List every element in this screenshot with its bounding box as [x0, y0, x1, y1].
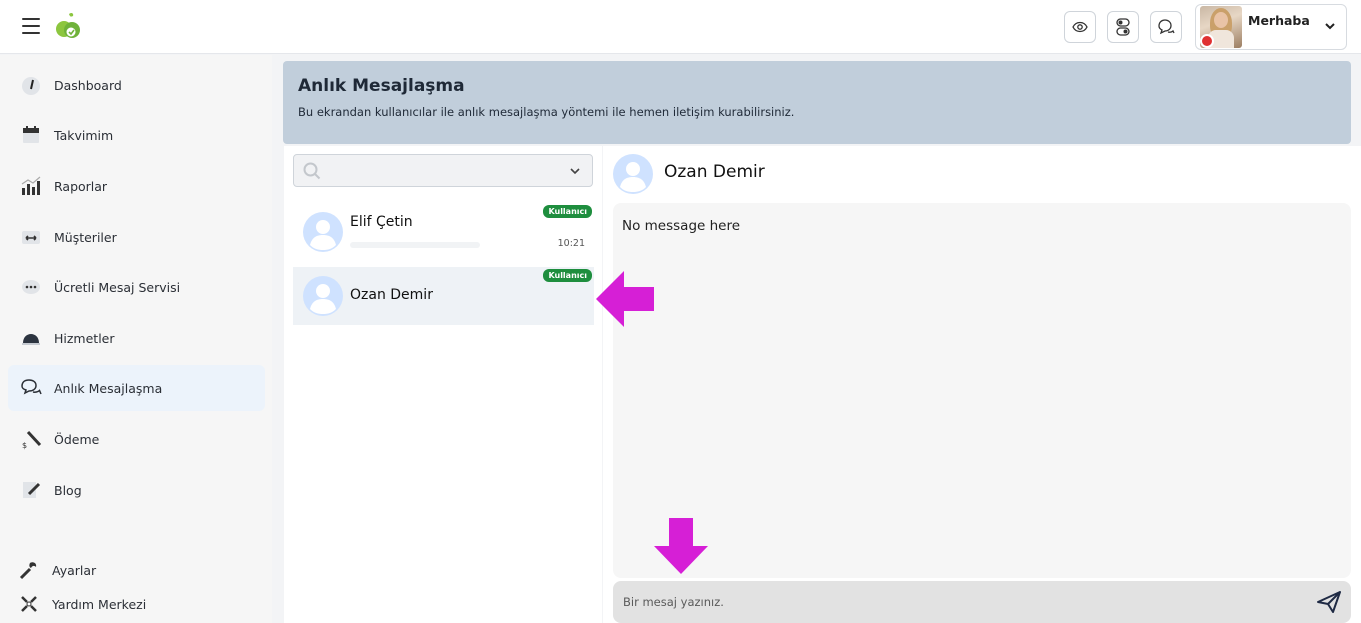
message-input[interactable]: [623, 591, 1303, 613]
chat-panel: Ozan Demir No message here: [603, 146, 1361, 623]
gauge-icon: [22, 77, 40, 95]
sidebar-item-raporlar[interactable]: Raporlar: [8, 163, 265, 209]
chat-avatar-icon: [613, 154, 653, 194]
payment-icon: $: [22, 430, 42, 450]
role-badge: Kullanıcı: [543, 205, 592, 218]
greeting-text: Merhaba: [1248, 13, 1310, 28]
sidebar-item-label: Anlık Mesajlaşma: [54, 380, 163, 396]
sidebar-item-ucretli-mesaj-servisi[interactable]: Ücretli Mesaj Servisi: [8, 264, 265, 310]
message-area: No message here: [613, 203, 1351, 578]
sidebar-item-label: Takvimim: [54, 127, 114, 143]
contact-item-ozan-demir[interactable]: Ozan Demir Kullanıcı: [293, 267, 594, 325]
menu-icon[interactable]: [22, 18, 40, 34]
sidebar-item-label: Yardım Merkezi: [52, 596, 147, 612]
chevron-down-icon[interactable]: [570, 167, 580, 175]
contact-name: Elif Çetin: [350, 214, 413, 230]
annotation-arrow-down-icon: [654, 518, 708, 574]
customers-icon: [22, 231, 40, 244]
sidebar-item-label: Hizmetler: [54, 330, 115, 346]
calendar-icon: [23, 126, 39, 143]
wrench-icon: [19, 562, 37, 580]
contact-list-panel: Elif Çetin Kullanıcı 10:21 Ozan Demir Ku…: [284, 146, 602, 623]
user-avatar-icon: [303, 212, 343, 252]
page-subtitle: Bu ekrandan kullanıcılar ile anlık mesaj…: [298, 105, 795, 119]
messages-button[interactable]: [1150, 11, 1182, 43]
search-icon: [303, 162, 321, 180]
message-composer: [613, 581, 1351, 623]
send-icon[interactable]: [1315, 589, 1343, 615]
page-header: Anlık Mesajlaşma Bu ekrandan kullanıcıla…: [283, 61, 1351, 144]
status-dot: [1200, 34, 1214, 48]
eye-icon: [1072, 21, 1088, 33]
search-input[interactable]: [328, 160, 558, 182]
pen-icon: [23, 482, 41, 498]
profile-menu[interactable]: Merhaba: [1195, 4, 1347, 50]
top-bar: Merhaba: [0, 0, 1361, 54]
user-avatar-icon: [303, 276, 343, 316]
sidebar-item-label: Ayarlar: [52, 562, 97, 578]
message-time: 10:21: [557, 238, 585, 249]
sidebar-item-yardim-merkezi[interactable]: Yardım Merkezi: [8, 581, 265, 623]
sidebar-item-hizmetler[interactable]: Hizmetler: [8, 315, 265, 361]
page-title: Anlık Mesajlaşma: [298, 76, 465, 96]
sidebar-item-takvimim[interactable]: Takvimim: [8, 112, 265, 158]
sidebar-item-odeme[interactable]: $ Ödeme: [8, 416, 265, 462]
sidebar-item-label: Ücretli Mesaj Servisi: [54, 279, 181, 295]
sidebar-item-musteriler[interactable]: Müşteriler: [8, 214, 265, 260]
empty-state-text: No message here: [622, 218, 741, 234]
svg-text:$: $: [22, 441, 27, 450]
contact-search[interactable]: [293, 154, 593, 187]
sidebar-item-label: Dashboard: [54, 77, 122, 93]
sidebar-item-blog[interactable]: Blog: [8, 467, 265, 513]
annotation-arrow-left-icon: [596, 271, 654, 327]
sidebar-item-dashboard[interactable]: Dashboard: [8, 62, 265, 108]
chat-icon: [1158, 19, 1175, 35]
sidebar-item-label: Müşteriler: [54, 229, 117, 245]
chevron-down-icon: [1325, 23, 1335, 30]
eye-button[interactable]: [1064, 11, 1096, 43]
bar-chart-icon: [21, 176, 41, 195]
message-dots-icon: [22, 280, 40, 294]
chat-bubbles-icon: [21, 379, 42, 395]
role-badge: Kullanıcı: [543, 269, 592, 282]
sidebar-item-anlik-mesajlasma[interactable]: Anlık Mesajlaşma: [8, 365, 265, 411]
sidebar-item-ayarlar[interactable]: Ayarlar: [8, 547, 265, 593]
sidebar-item-label: Raporlar: [54, 178, 108, 194]
sidebar-item-label: Blog: [54, 482, 82, 498]
contact-name: Ozan Demir: [350, 287, 433, 303]
service-bell-icon: [22, 334, 40, 345]
help-icon: [21, 596, 37, 612]
sidebar-item-label: Ödeme: [54, 431, 100, 447]
user-avatar: [1200, 6, 1242, 48]
app-logo-icon[interactable]: [54, 12, 82, 42]
contact-item-elif-cetin[interactable]: Elif Çetin Kullanıcı 10:21: [293, 203, 594, 261]
toggle-button[interactable]: [1107, 11, 1139, 43]
toggle-icon: [1116, 18, 1130, 36]
sidebar: Dashboard Takvimim Raporlar Müşteriler Ü…: [0, 55, 272, 623]
chat-contact-name: Ozan Demir: [664, 162, 765, 182]
message-preview: [350, 242, 480, 248]
